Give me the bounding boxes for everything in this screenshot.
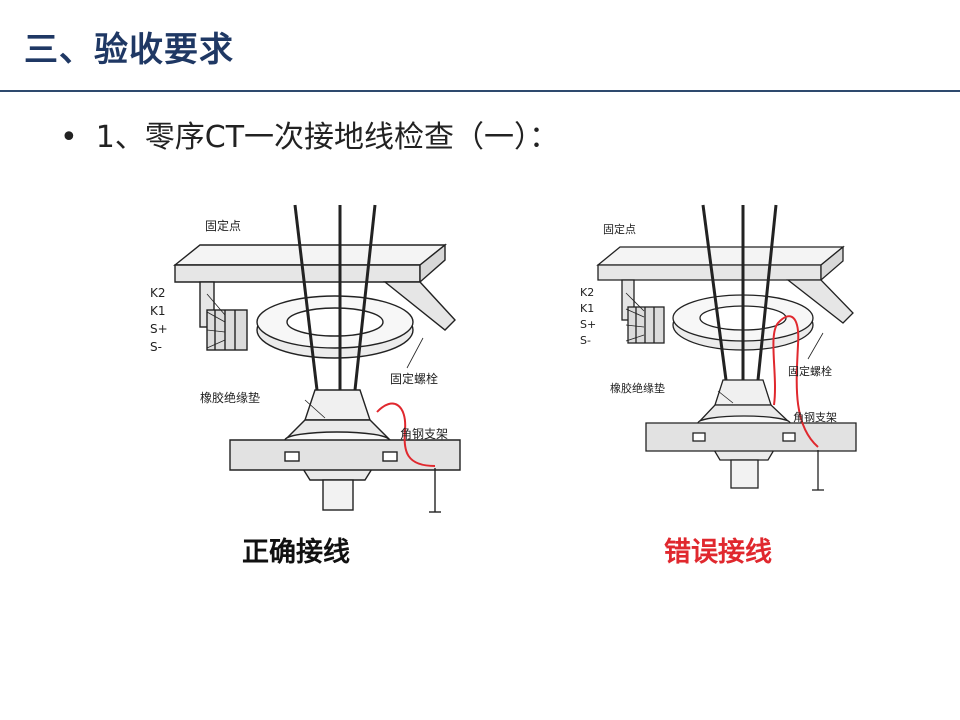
label-angle-bracket: 角钢支架 [400, 427, 448, 441]
label-fixed-point: 固定点 [205, 218, 241, 233]
wrong-wiring-diagram: 固定点 K2 K1 S+ S- 固定螺栓 橡胶绝缘垫 角钢支架 [580, 204, 857, 491]
label-s-plus: S+ [580, 318, 596, 331]
label-bolt: 固定螺栓 [390, 371, 438, 386]
caption-correct-wiring: 正确接线 [242, 537, 350, 568]
label-fixed-point: 固定点 [603, 222, 636, 236]
label-angle-bracket: 角钢支架 [793, 411, 837, 424]
label-rubber-pad: 橡胶绝缘垫 [200, 390, 260, 405]
caption-wrong-wiring: 错误接线 [664, 537, 772, 568]
label-rubber-pad: 橡胶绝缘垫 [610, 381, 665, 395]
bullet-dot-icon: • [60, 120, 78, 155]
label-k1: K1 [150, 304, 166, 318]
label-k2: K2 [580, 286, 594, 299]
bullet-text: 1、零序CT一次接地线检查（一）： [95, 120, 560, 155]
label-s-minus: S- [150, 340, 162, 354]
correct-wiring-diagram: 固定点 K2 K1 S+ S- 固定螺栓 橡胶绝缘垫 角钢支架 [150, 204, 461, 513]
label-bolt: 固定螺栓 [788, 364, 832, 378]
title-divider [0, 90, 960, 92]
label-s-minus: S- [580, 334, 591, 347]
slide-title: 三、验收要求 [24, 30, 234, 70]
bullet-item: • 1、零序CT一次接地线检查（一）： [60, 112, 559, 156]
label-k2: K2 [150, 286, 166, 300]
label-s-plus: S+ [150, 322, 168, 336]
label-k1: K1 [580, 302, 594, 315]
